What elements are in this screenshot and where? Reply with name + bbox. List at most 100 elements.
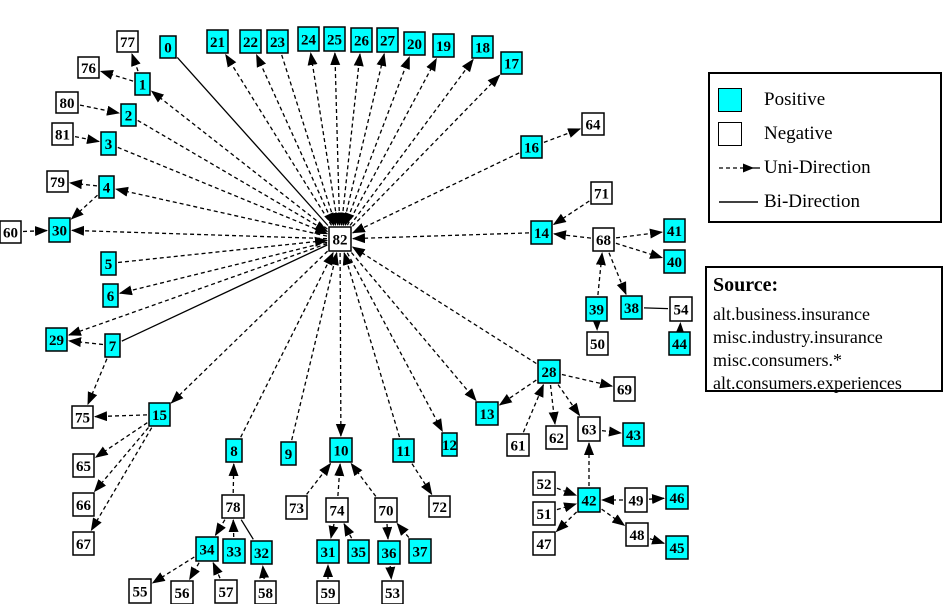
- graph-node-4[interactable]: 4: [98, 175, 115, 199]
- graph-node-46[interactable]: 46: [665, 485, 689, 510]
- node-box-negative[interactable]: [669, 296, 693, 322]
- node-box-negative[interactable]: [55, 91, 79, 114]
- graph-node-67[interactable]: 67: [72, 531, 95, 556]
- graph-node-57[interactable]: 57: [214, 579, 238, 604]
- graph-node-69[interactable]: 69: [613, 376, 636, 402]
- graph-node-56[interactable]: 56: [170, 580, 194, 604]
- node-box-positive[interactable]: [620, 295, 643, 320]
- graph-node-5[interactable]: 5: [100, 251, 117, 276]
- node-box-positive[interactable]: [280, 441, 297, 466]
- node-box-positive[interactable]: [159, 35, 177, 59]
- node-box-positive[interactable]: [376, 27, 399, 53]
- graph-node-12[interactable]: 12: [441, 432, 458, 457]
- graph-node-38[interactable]: 38: [620, 295, 643, 320]
- graph-node-42[interactable]: 42: [577, 487, 601, 513]
- node-box-negative[interactable]: [506, 433, 530, 457]
- node-box-positive[interactable]: [225, 438, 243, 463]
- node-box-negative[interactable]: [116, 30, 139, 53]
- node-box-positive[interactable]: [432, 33, 455, 58]
- graph-node-59[interactable]: 59: [316, 580, 340, 604]
- node-box-positive[interactable]: [329, 437, 353, 463]
- node-box-negative[interactable]: [590, 181, 613, 205]
- graph-node-43[interactable]: 43: [622, 422, 645, 447]
- node-box-positive[interactable]: [250, 540, 273, 565]
- graph-node-11[interactable]: 11: [392, 438, 415, 463]
- node-box-negative[interactable]: [46, 170, 69, 193]
- graph-node-10[interactable]: 10: [329, 437, 353, 463]
- node-box-negative[interactable]: [577, 416, 601, 442]
- graph-node-23[interactable]: 23: [266, 29, 289, 54]
- node-box-positive[interactable]: [475, 401, 499, 426]
- graph-node-44[interactable]: 44: [668, 331, 691, 356]
- graph-node-8[interactable]: 8: [225, 438, 243, 463]
- graph-node-72[interactable]: 72: [428, 495, 451, 518]
- node-box-positive[interactable]: [104, 333, 121, 358]
- node-box-negative[interactable]: [72, 492, 95, 517]
- graph-node-0[interactable]: 0: [159, 35, 177, 59]
- node-box-positive[interactable]: [297, 26, 320, 52]
- graph-node-81[interactable]: 81: [51, 122, 74, 146]
- graph-node-18[interactable]: 18: [471, 35, 494, 59]
- graph-node-77[interactable]: 77: [116, 30, 139, 53]
- node-box-positive[interactable]: [663, 249, 686, 274]
- graph-node-3[interactable]: 3: [100, 131, 117, 156]
- graph-node-32[interactable]: 32: [250, 540, 273, 565]
- node-box-negative[interactable]: [325, 497, 349, 523]
- node-box-positive[interactable]: [120, 103, 137, 127]
- node-box-positive[interactable]: [530, 220, 553, 245]
- graph-node-40[interactable]: 40: [663, 249, 686, 274]
- graph-node-63[interactable]: 63: [577, 416, 601, 442]
- node-box-negative[interactable]: [254, 580, 277, 604]
- node-box-negative[interactable]: [381, 580, 404, 604]
- node-box-negative[interactable]: [532, 471, 556, 496]
- node-box-positive[interactable]: [148, 402, 171, 427]
- graph-node-74[interactable]: 74: [325, 497, 349, 523]
- graph-node-45[interactable]: 45: [665, 535, 689, 560]
- node-box-positive[interactable]: [323, 26, 346, 52]
- graph-node-70[interactable]: 70: [374, 497, 398, 523]
- graph-node-48[interactable]: 48: [625, 522, 649, 547]
- node-box-positive[interactable]: [622, 422, 645, 447]
- node-box-positive[interactable]: [239, 29, 262, 54]
- graph-node-52[interactable]: 52: [532, 471, 556, 496]
- graph-node-17[interactable]: 17: [500, 51, 523, 75]
- graph-node-68[interactable]: 68: [592, 227, 615, 252]
- node-box-negative[interactable]: [285, 495, 308, 520]
- graph-node-34[interactable]: 34: [195, 536, 219, 562]
- graph-node-65[interactable]: 65: [72, 453, 95, 478]
- node-box-positive[interactable]: [520, 135, 543, 159]
- graph-node-49[interactable]: 49: [624, 487, 648, 513]
- graph-node-82[interactable]: 82: [328, 226, 352, 252]
- graph-node-54[interactable]: 54: [669, 296, 693, 322]
- node-box-negative[interactable]: [625, 522, 649, 547]
- node-box-positive[interactable]: [195, 536, 219, 562]
- graph-node-31[interactable]: 31: [316, 539, 340, 564]
- node-box-positive[interactable]: [377, 540, 401, 565]
- graph-node-6[interactable]: 6: [102, 283, 119, 308]
- node-box-positive[interactable]: [347, 539, 370, 564]
- node-box-negative[interactable]: [592, 227, 615, 252]
- graph-node-51[interactable]: 51: [532, 501, 556, 526]
- graph-node-7[interactable]: 7: [104, 333, 121, 358]
- node-box-negative[interactable]: [214, 579, 238, 604]
- node-box-positive[interactable]: [98, 175, 115, 199]
- node-box-negative[interactable]: [128, 578, 152, 604]
- node-box-positive[interactable]: [100, 251, 117, 276]
- graph-node-61[interactable]: 61: [506, 433, 530, 457]
- node-box-positive[interactable]: [403, 31, 426, 56]
- node-box-positive[interactable]: [668, 331, 691, 356]
- graph-node-21[interactable]: 21: [206, 29, 229, 54]
- graph-node-75[interactable]: 75: [71, 405, 94, 429]
- node-box-positive[interactable]: [392, 438, 415, 463]
- node-box-negative[interactable]: [72, 453, 95, 478]
- graph-node-79[interactable]: 79: [46, 170, 69, 193]
- node-box-negative[interactable]: [581, 112, 605, 136]
- node-box-positive[interactable]: [102, 283, 119, 308]
- node-box-positive[interactable]: [266, 29, 289, 54]
- node-box-negative[interactable]: [71, 405, 94, 429]
- graph-node-19[interactable]: 19: [432, 33, 455, 58]
- node-box-negative[interactable]: [51, 122, 74, 146]
- graph-node-28[interactable]: 28: [537, 359, 561, 384]
- graph-node-80[interactable]: 80: [55, 91, 79, 114]
- node-box-negative[interactable]: [328, 226, 352, 252]
